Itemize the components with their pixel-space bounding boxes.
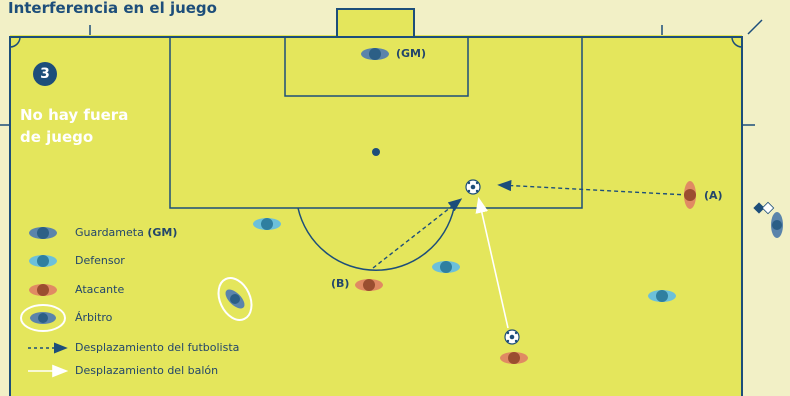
legend-ball-move: Desplazamiento del balón xyxy=(75,364,219,377)
goalkeeper-icon xyxy=(29,227,57,239)
ball-icon xyxy=(504,329,520,345)
legend-goalkeeper: Guardameta (GM) xyxy=(75,226,177,239)
flag-icon xyxy=(753,201,775,215)
legend-attacker: Atacante xyxy=(75,283,125,296)
legend-referee: Árbitro xyxy=(75,311,113,324)
player-a-label: (A) xyxy=(704,189,723,202)
defender-icon xyxy=(29,255,57,267)
ball-path xyxy=(475,196,509,329)
rule-line-1: No hay fuera xyxy=(20,106,129,124)
pitch-surface xyxy=(10,35,742,396)
goal-area xyxy=(284,36,469,97)
legend-defender: Defensor xyxy=(75,254,125,267)
rule-text: No hay fuera de juego xyxy=(20,104,160,148)
referee-icon xyxy=(771,212,783,238)
attacker-icon xyxy=(29,284,57,296)
player-path-b xyxy=(372,198,463,269)
defender-icon xyxy=(253,218,281,230)
player-b-label: (B) xyxy=(331,277,350,290)
legend-goalkeeper-text: Guardameta xyxy=(75,226,144,239)
attacker-icon xyxy=(355,279,383,291)
referee-icon xyxy=(217,277,253,321)
goalkeeper-label: (GM) xyxy=(396,47,427,60)
corner-arc-right xyxy=(731,36,743,48)
goalkeeper-icon xyxy=(361,48,389,60)
attacker-icon xyxy=(684,181,696,209)
title: Interferencia en el juego xyxy=(8,0,217,17)
rule-number-badge: 3 xyxy=(33,62,57,86)
ball-icon xyxy=(465,179,481,195)
legend-player-move: Desplazamiento del futbolista xyxy=(75,341,240,354)
defender-icon xyxy=(648,290,676,302)
penalty-spot xyxy=(372,148,380,156)
player-path-a xyxy=(497,180,689,196)
attacker-icon xyxy=(500,352,528,364)
legend-goalkeeper-abbr: (GM) xyxy=(147,226,178,239)
goal xyxy=(336,8,415,38)
penalty-arc xyxy=(297,207,455,271)
defender-icon xyxy=(432,261,460,273)
referee-icon xyxy=(20,304,66,332)
corner-arc-left xyxy=(9,36,21,48)
rule-line-2: de juego xyxy=(20,128,94,146)
